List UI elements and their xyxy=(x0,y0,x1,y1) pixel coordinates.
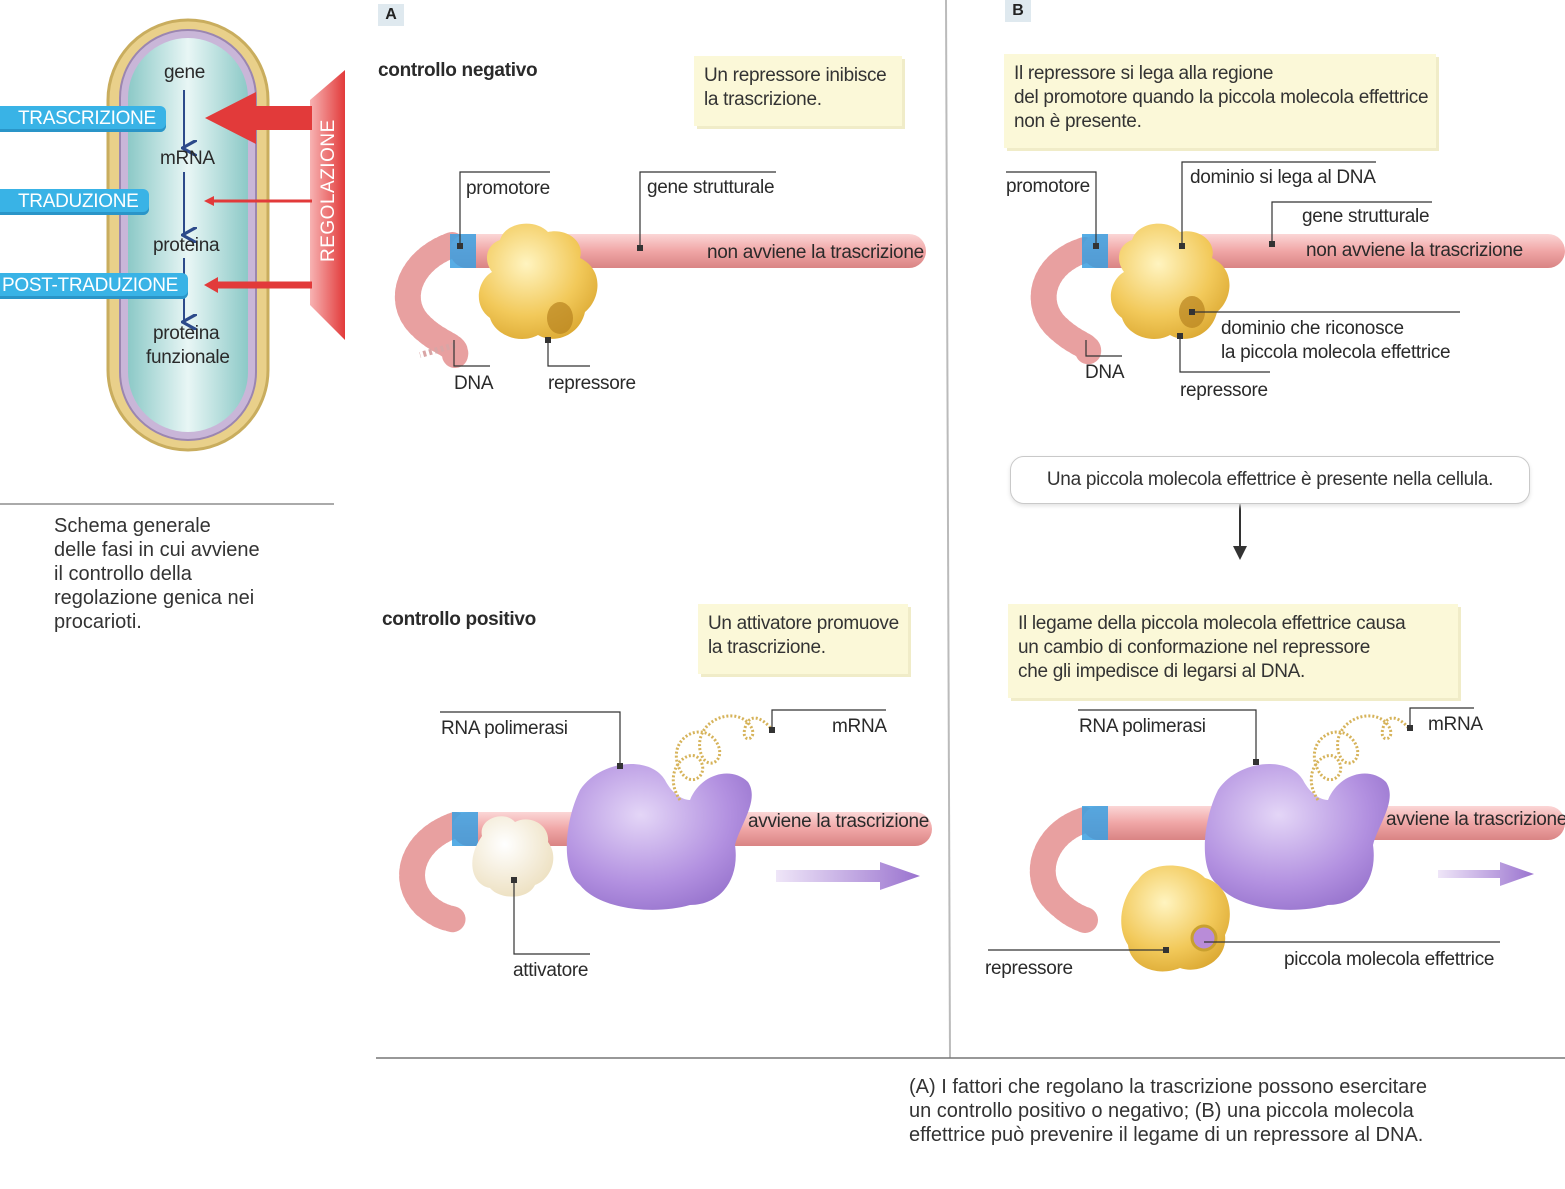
positive-control-title: controllo positivo xyxy=(382,609,536,630)
label-structural-gene-a: gene strutturale xyxy=(647,177,775,198)
label-repressor-b: repressore xyxy=(1180,380,1268,401)
flow-gene: gene xyxy=(164,62,206,83)
regulation-arrow-transcription xyxy=(205,92,312,144)
label-rna-polymerase-a: RNA polimerasi xyxy=(441,718,568,739)
label-effector-domain: dominio che riconosce la piccola molecol… xyxy=(1221,318,1451,363)
label-promoter-a: promotore xyxy=(466,178,550,199)
effector-absent-diagram xyxy=(1006,161,1565,373)
label-repressor-free: repressore xyxy=(985,958,1073,979)
label-promoter-b: promotore xyxy=(1006,176,1090,197)
panel-letter-b: B xyxy=(1005,0,1031,22)
label-activator: attivatore xyxy=(513,960,589,981)
label-structural-gene-b: gene strutturale xyxy=(1302,206,1430,227)
positive-control-note: Un attivatore promuove la trascrizione. xyxy=(698,604,908,674)
label-dna-b: DNA xyxy=(1085,362,1125,383)
label-dna-binding-domain: dominio si lega al DNA xyxy=(1190,167,1376,188)
flow-protein: proteina xyxy=(153,235,220,256)
stage-tab-post-translation: POST-TRADUZIONE xyxy=(0,273,189,299)
negative-control-title: controllo negativo xyxy=(378,60,538,81)
effector-present-diagram xyxy=(988,707,1565,972)
negative-control-diagram xyxy=(394,171,926,368)
effector-present-banner: Una piccola molecola effettrice è presen… xyxy=(1010,456,1530,504)
label-transcription-a: avviene la trascrizione xyxy=(748,811,930,832)
stage-tab-translation: TRADUZIONE xyxy=(0,189,149,215)
figure-caption: (A) I fattori che regolano la trascrizio… xyxy=(909,1076,1428,1146)
label-small-effector: piccola molecola effettrice xyxy=(1284,949,1495,970)
positive-control-diagram xyxy=(399,709,932,955)
panel-letter-a: A xyxy=(378,4,404,26)
stage-tab-transcription: TRASCRIZIONE xyxy=(0,106,166,132)
negative-control-note: Un repressore inibisce la trascrizione. xyxy=(694,56,902,126)
flow-functional-protein-2: funzionale xyxy=(146,347,230,368)
label-mrna-b: mRNA xyxy=(1428,714,1483,735)
label-no-transcription-b: non avviene la trascrizione xyxy=(1306,240,1523,261)
flow-mrna: mRNA xyxy=(160,148,215,169)
flow-functional-protein-1: proteina xyxy=(153,323,220,344)
left-caption: Schema generale delle fasi in cui avvien… xyxy=(54,515,260,633)
label-transcription-b: avviene la trascrizione xyxy=(1386,809,1565,830)
label-no-transcription-a: non avviene la trascrizione xyxy=(707,242,924,263)
regulation-label: REGOLAZIONE xyxy=(318,119,339,262)
label-repressor-a: repressore xyxy=(548,373,636,394)
label-rna-polymerase-b: RNA polimerasi xyxy=(1079,716,1206,737)
label-mrna-a: mRNA xyxy=(832,716,887,737)
label-dna-a: DNA xyxy=(454,373,494,394)
effector-absent-note: Il repressore si lega alla regione del p… xyxy=(1004,54,1436,148)
effector-present-note: Il legame della piccola molecola effettr… xyxy=(1008,604,1458,698)
regulation-band xyxy=(310,70,345,340)
